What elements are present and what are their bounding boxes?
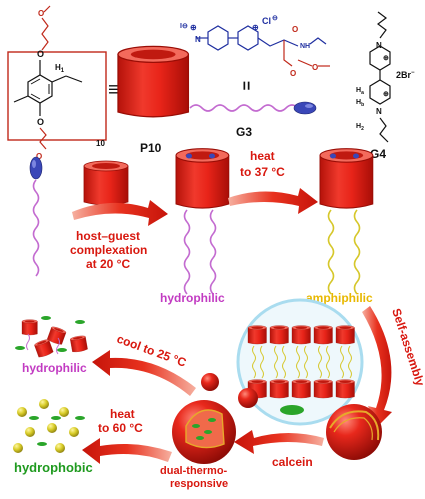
host-guest-text-1: host–guest [76, 229, 140, 243]
g3-label: G3 [236, 125, 252, 139]
svg-text:O: O [37, 117, 44, 127]
dual-label-1: dual-thermo- [160, 465, 228, 477]
svg-text:⊕: ⊕ [383, 55, 389, 62]
g4-label: G4 [370, 147, 386, 161]
free-host-barrel-icon [83, 160, 129, 206]
self-assembly-arrow [362, 306, 392, 428]
g3-cl: Cl [262, 16, 271, 26]
self-assembly-text: Self-assembly [389, 307, 425, 388]
disassembled-hydrophilic-icon [15, 316, 88, 359]
svg-text:O: O [292, 25, 298, 34]
svg-text:⊕: ⊕ [383, 91, 389, 98]
g3-equals-sign: = [237, 81, 254, 90]
small-vesicle-1-icon [201, 373, 219, 391]
dual-label-2: responsive [170, 478, 228, 490]
equals-sign: ≡ [108, 79, 120, 101]
svg-text:O: O [312, 63, 318, 72]
svg-text:⊕: ⊕ [190, 23, 197, 32]
h1-sub: 1 [61, 68, 65, 74]
svg-text:2Br−: 2Br− [396, 70, 415, 80]
free-guest-icon [29, 156, 43, 277]
svg-text:Hb: Hb [356, 99, 364, 108]
g3-guest-icon [293, 101, 317, 115]
host-guest-text-3: at 20 °C [86, 257, 130, 271]
svg-text:NH: NH [300, 43, 310, 50]
cool25-arrow [92, 350, 196, 396]
svg-text:⊕: ⊕ [252, 23, 259, 32]
calcein-icon [280, 405, 304, 415]
complex-amphiphilic-icon [319, 147, 374, 295]
vesicle-right-icon [326, 404, 382, 460]
svg-text:O: O [36, 152, 42, 161]
g4-n1: N [376, 41, 382, 50]
svg-text:⊖: ⊖ [272, 15, 278, 22]
p10-structure: O O O O H1 10 [7, 5, 107, 161]
heat37-text-1: heat [250, 149, 275, 163]
h1-label: H [55, 63, 61, 72]
g3-structure: ⊕ N ⊕ Cl ⊖ I⊖ O NH O O [180, 15, 330, 78]
g3-n1: N [195, 35, 201, 44]
heat60-arrow [82, 438, 172, 464]
svg-text:O: O [38, 9, 44, 18]
g4-n2: N [376, 107, 382, 116]
g4-structure: N ⊕ ⊕ N Ha Hb H2 2Br− [356, 11, 415, 143]
small-vesicle-2-icon [238, 388, 258, 408]
p10-barrel-icon [117, 45, 190, 118]
calcein-label: calcein [272, 455, 313, 469]
hydrophobic-label: hydrophobic [14, 460, 93, 475]
svg-text:H1: H1 [55, 63, 65, 74]
svg-text:O: O [290, 69, 296, 78]
hydrophilic-label-left: hydrophilic [22, 361, 87, 375]
heat60-text-1: heat [110, 407, 135, 421]
host-guest-text-2: complexation [70, 243, 147, 257]
heat37-text-2: to 37 °C [240, 165, 285, 179]
heat60-text-2: to 60 °C [98, 421, 143, 435]
complex-hydrophilic-icon [175, 147, 230, 295]
g4-br: 2Br [396, 70, 412, 80]
heat37-arrow [228, 188, 318, 214]
hydrophobic-aggregate-icon [13, 399, 85, 453]
host-guest-arrow [72, 200, 168, 226]
repeat-count: 10 [96, 139, 105, 148]
p10-label: P10 [140, 141, 162, 155]
vesicle-loaded-icon [172, 400, 236, 464]
hydrophilic-label-mid: hydrophilic [160, 291, 225, 305]
svg-text:I⊖: I⊖ [180, 23, 188, 30]
svg-text:Ha: Ha [356, 87, 364, 96]
bilayer-zoom-icon [236, 298, 364, 426]
svg-text:H2: H2 [356, 123, 364, 132]
calcein-arrow [234, 430, 324, 454]
svg-text:O: O [37, 49, 44, 59]
g3-chain-icon [189, 104, 299, 112]
amphiphilic-label: amphiphilic [306, 291, 373, 305]
